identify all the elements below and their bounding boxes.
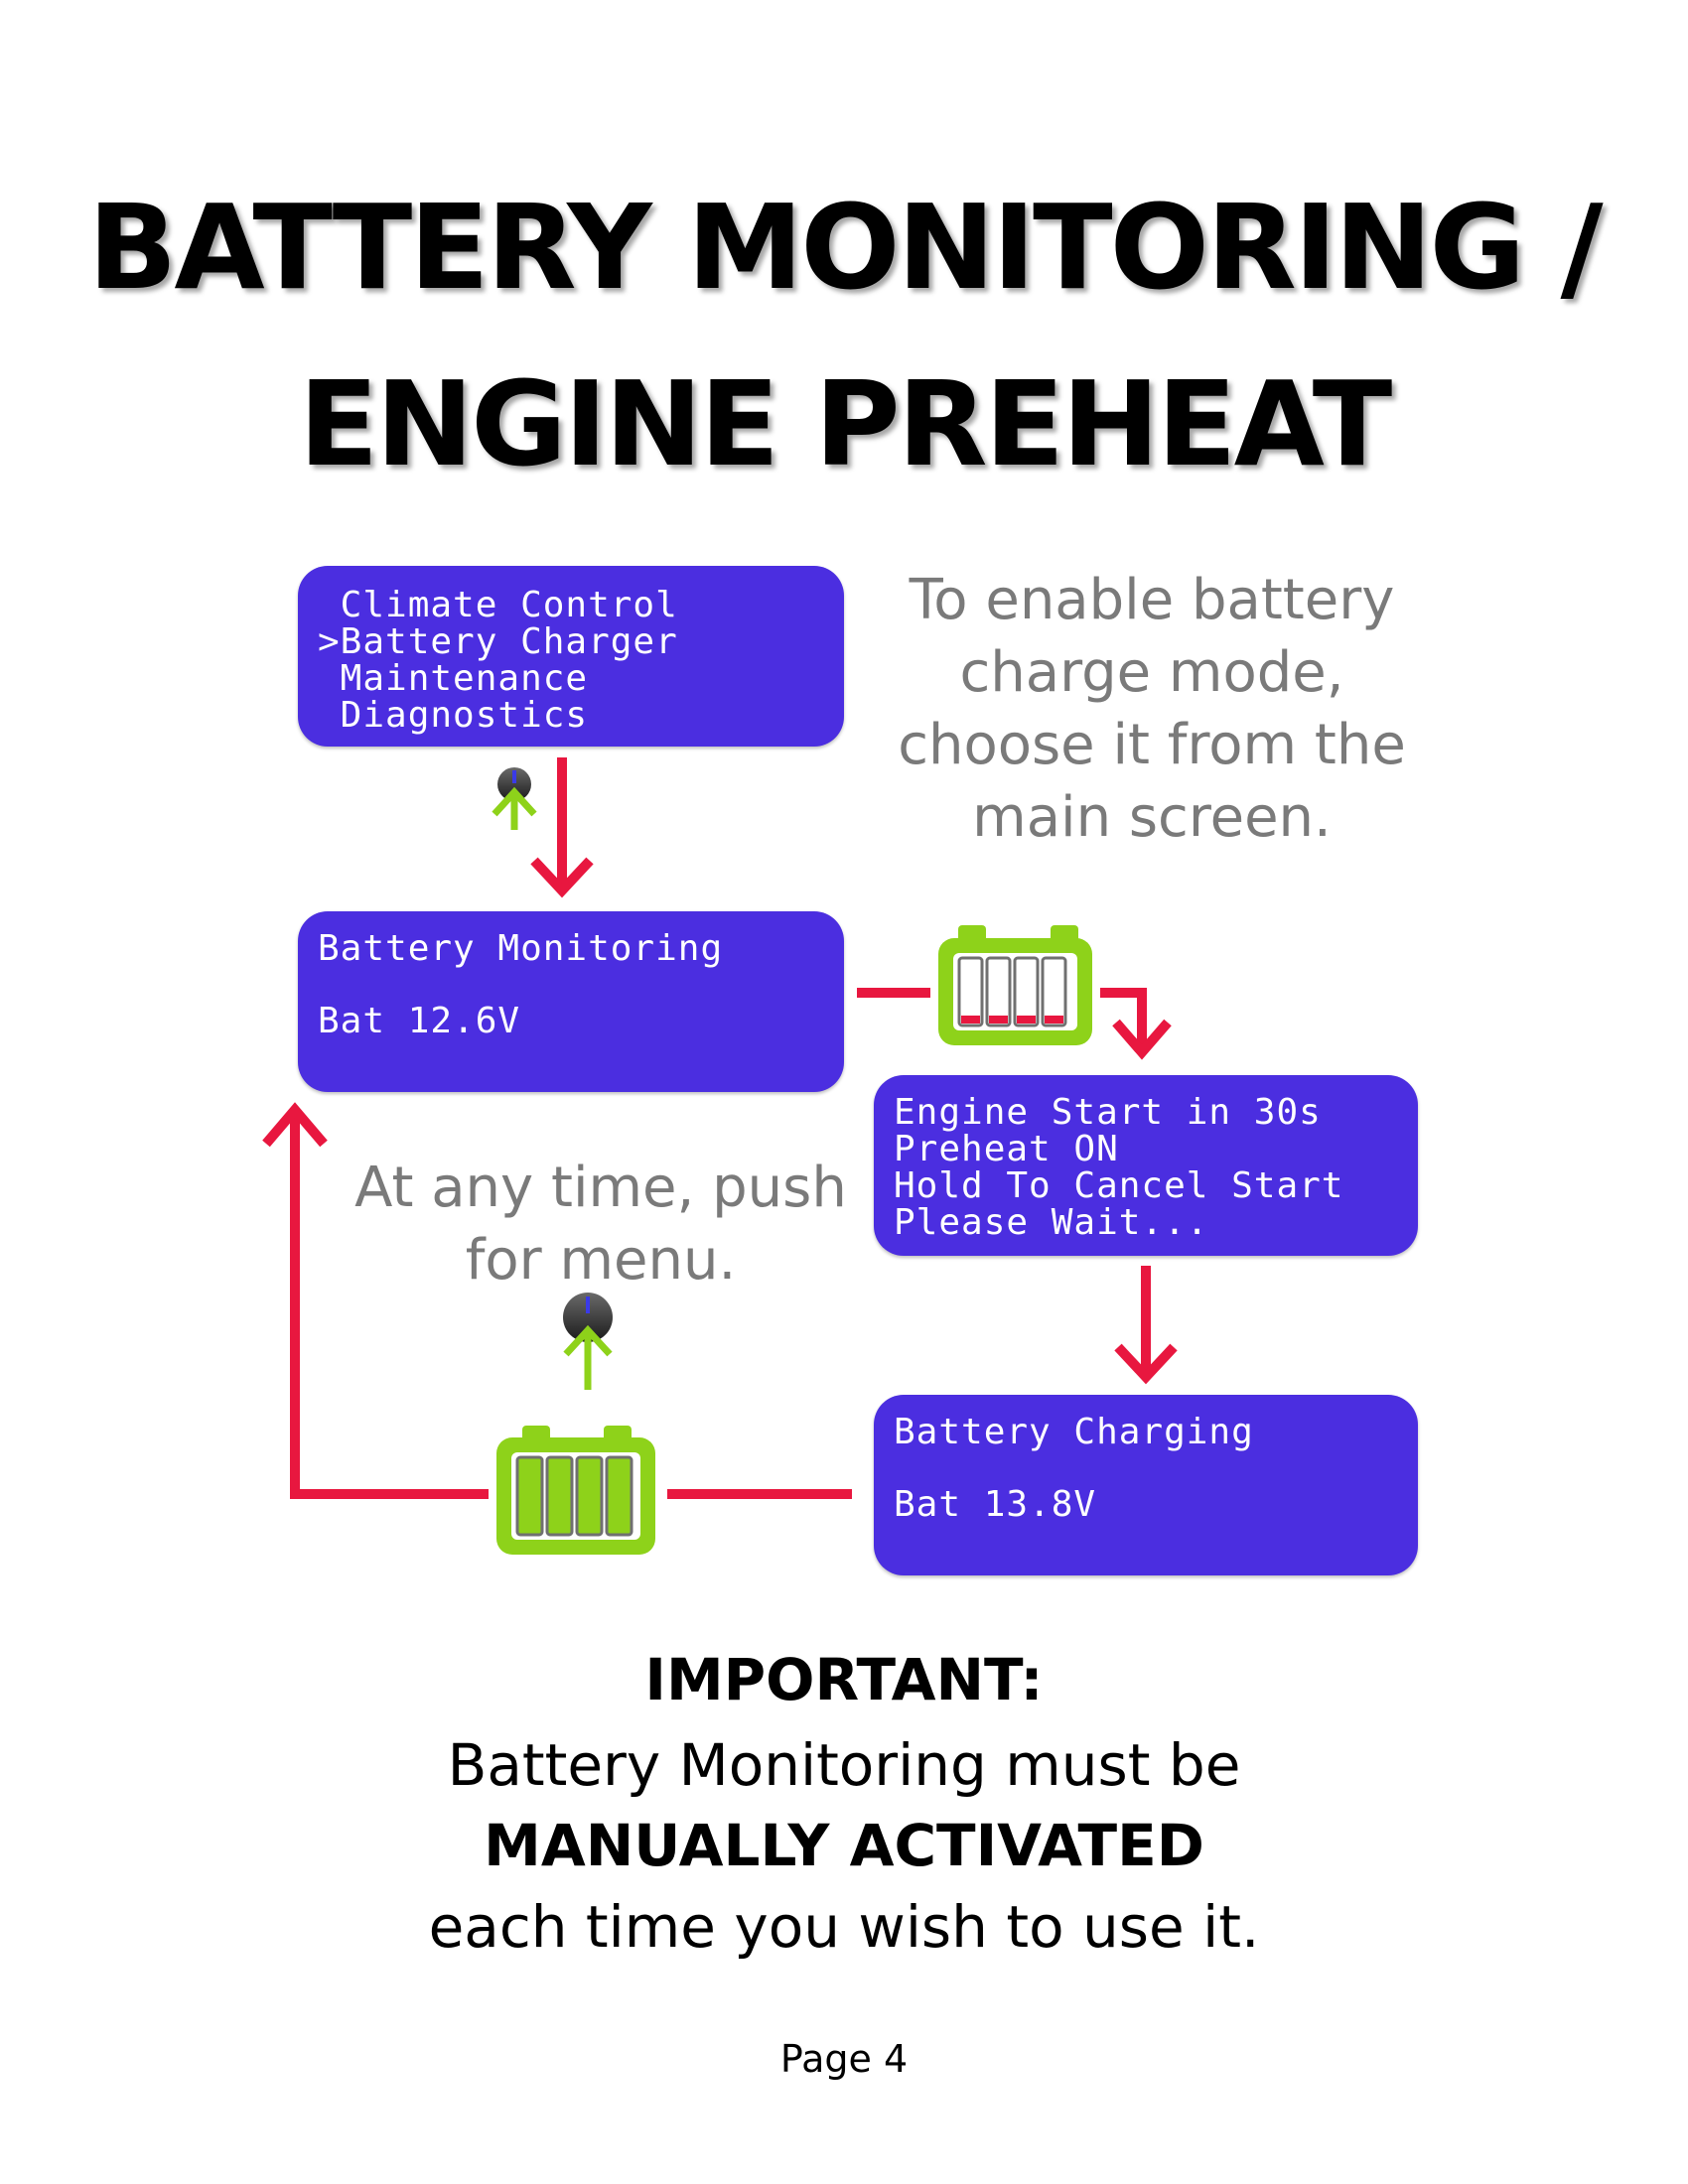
battery-voltage: Bat 13.8V [894, 1484, 1097, 1525]
menu-item-climate-control: Climate Control [318, 585, 678, 625]
menu-item-maintenance: Maintenance [318, 658, 589, 699]
important-text-emphasis: MANUALLY ACTIVATED [484, 1812, 1204, 1879]
lcd-battery-monitoring-screen: Battery Monitoring Bat 12.6V [298, 911, 844, 1092]
battery-full-icon [496, 1426, 655, 1555]
arrow-icon [262, 1102, 852, 1499]
screen-title: Battery Charging [894, 1412, 1254, 1452]
note-line: To enable battery [909, 568, 1395, 632]
menu-item-battery-charger: >Battery Charger [318, 621, 678, 662]
arrow-icon [857, 988, 1172, 1060]
arrow-icon [530, 757, 594, 898]
enable-charge-mode-note: To enable battery charge mode, choose it… [874, 564, 1430, 854]
page-title-line-2: ENGINE PREHEAT [298, 355, 1393, 492]
cancel-hint: Hold To Cancel Start [894, 1165, 1344, 1206]
page-number: Page 4 [779, 2037, 909, 2081]
note-line: charge mode, [959, 640, 1344, 705]
note-line: for menu. [465, 1228, 737, 1293]
important-text-line-3: each time you wish to use it. [428, 1893, 1260, 1961]
engine-start-countdown: Engine Start in 30s [894, 1092, 1322, 1133]
note-line: main screen. [972, 785, 1332, 850]
preheat-status: Preheat ON [894, 1129, 1119, 1169]
important-text-line-1: Battery Monitoring must be [447, 1731, 1241, 1799]
lcd-engine-start-screen: Engine Start in 30s Preheat ON Hold To C… [874, 1075, 1418, 1256]
menu-item-diagnostics: Diagnostics [318, 695, 589, 736]
screen-title: Battery Monitoring [318, 928, 724, 969]
important-heading: IMPORTANT: [644, 1646, 1044, 1713]
wait-message: Please Wait... [894, 1202, 1209, 1243]
lcd-main-menu-screen: Climate Control >Battery Charger Mainten… [298, 566, 844, 747]
rotary-knob-icon [492, 767, 537, 830]
battery-low-icon [938, 925, 1092, 1045]
push-for-menu-note: At any time, push for menu. [343, 1152, 859, 1297]
note-line: At any time, push [354, 1156, 847, 1220]
rotary-knob-icon [563, 1293, 613, 1390]
battery-voltage: Bat 12.6V [318, 1001, 521, 1041]
arrow-icon [1114, 1266, 1178, 1385]
page-title-line-1: BATTERY MONITORING / [87, 179, 1603, 316]
lcd-battery-charging-screen: Battery Charging Bat 13.8V [874, 1395, 1418, 1575]
note-line: choose it from the [898, 713, 1406, 777]
